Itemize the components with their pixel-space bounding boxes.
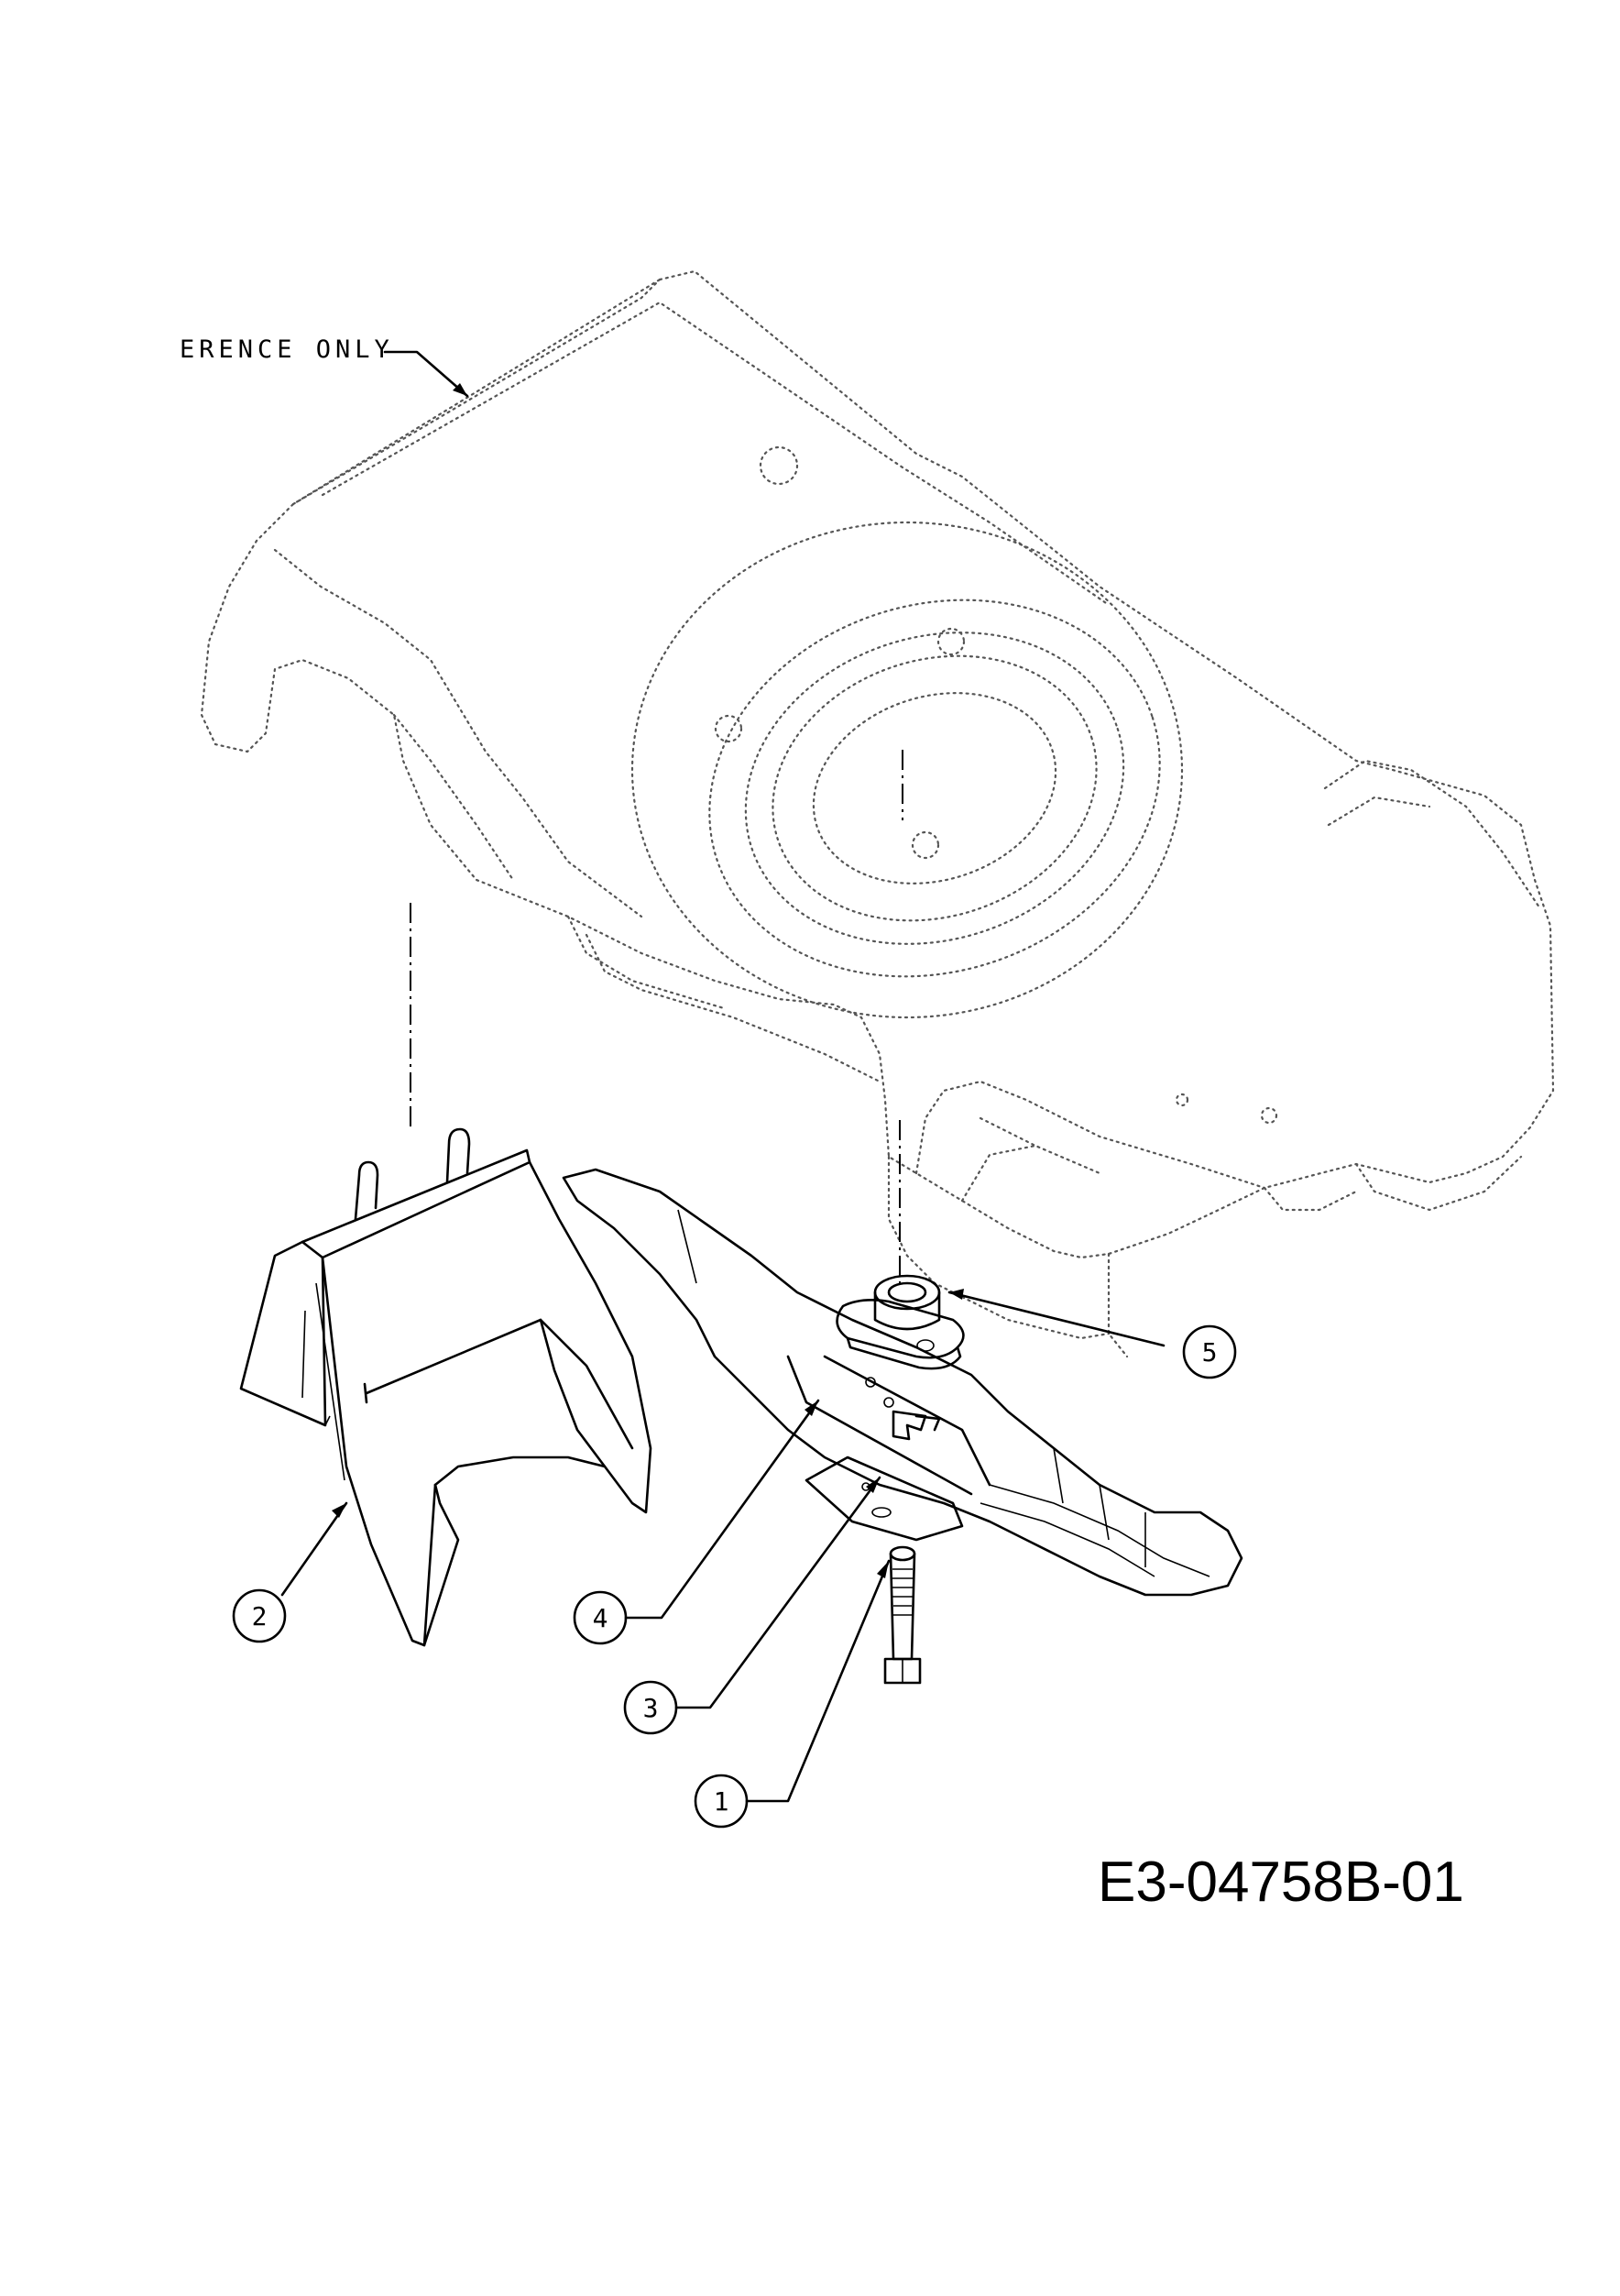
reference-only-note: ERENCE ONLY <box>180 335 394 364</box>
callout-5-label: 5 <box>1202 1337 1218 1368</box>
mower-deck-reference <box>200 269 1555 1358</box>
deflector-part <box>239 1127 652 1647</box>
blade-support-part <box>805 1456 964 1542</box>
callout-1: 1 <box>694 1559 891 1829</box>
drawing-number: E3-04758B-01 <box>1098 1851 1464 1914</box>
bolt-part <box>883 1545 922 1685</box>
callout-2-label: 2 <box>252 1601 268 1631</box>
callout-2: 2 <box>232 1501 348 1643</box>
callout-4-label: 4 <box>593 1603 608 1633</box>
callout-4: 4 <box>573 1399 820 1645</box>
callout-1-label: 1 <box>714 1786 729 1817</box>
blade-part <box>562 1168 1243 1597</box>
blade-adapter-part <box>836 1274 965 1370</box>
callout-3: 3 <box>623 1476 881 1735</box>
callout-3-label: 3 <box>643 1693 659 1723</box>
callout-5: 5 <box>947 1289 1237 1379</box>
reference-leader <box>383 350 469 398</box>
